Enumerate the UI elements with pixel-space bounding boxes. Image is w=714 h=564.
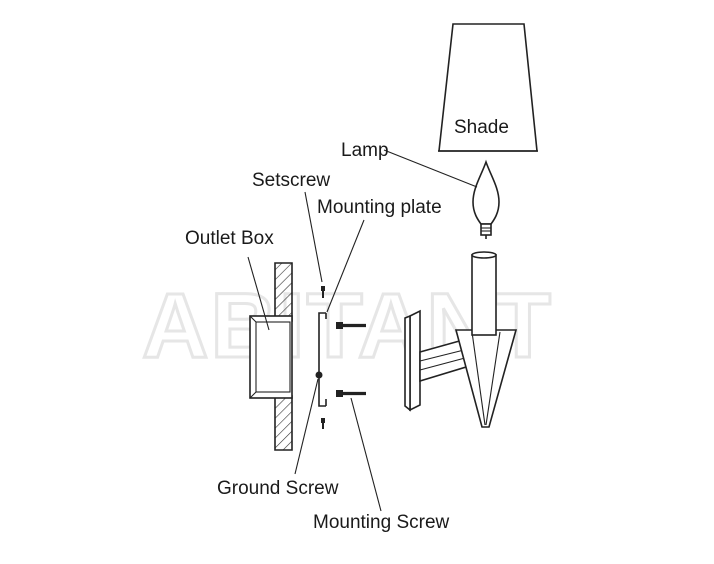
mounting-screw-lower [336,390,366,397]
lamp-leader [383,149,478,188]
mounting-plate [318,312,327,407]
mounting-screw-label: Mounting Screw [313,512,450,533]
shade-label: Shade [454,117,509,138]
mounting-screw-upper [336,322,366,329]
shade [438,23,538,152]
lamp-label: Lamp [341,140,389,161]
ground-screw-label: Ground Screw [217,478,339,499]
setscrew-bottom [321,418,325,429]
fixture-arm [404,251,518,428]
mounting-screw-leader [350,397,382,512]
ground-screw [315,371,323,379]
setscrew-leader [304,191,323,283]
setscrew-top [321,286,325,298]
wall-section [274,262,293,451]
mounting-plate-leader [326,219,365,313]
outlet-box [249,315,293,399]
mounting-plate-label: Mounting plate [317,197,442,218]
setscrew-label: Setscrew [252,170,330,191]
lamp-bulb [472,159,500,239]
outlet-box-leader [247,256,270,331]
outlet-box-label: Outlet Box [185,228,274,249]
ground-screw-leader [294,378,319,475]
